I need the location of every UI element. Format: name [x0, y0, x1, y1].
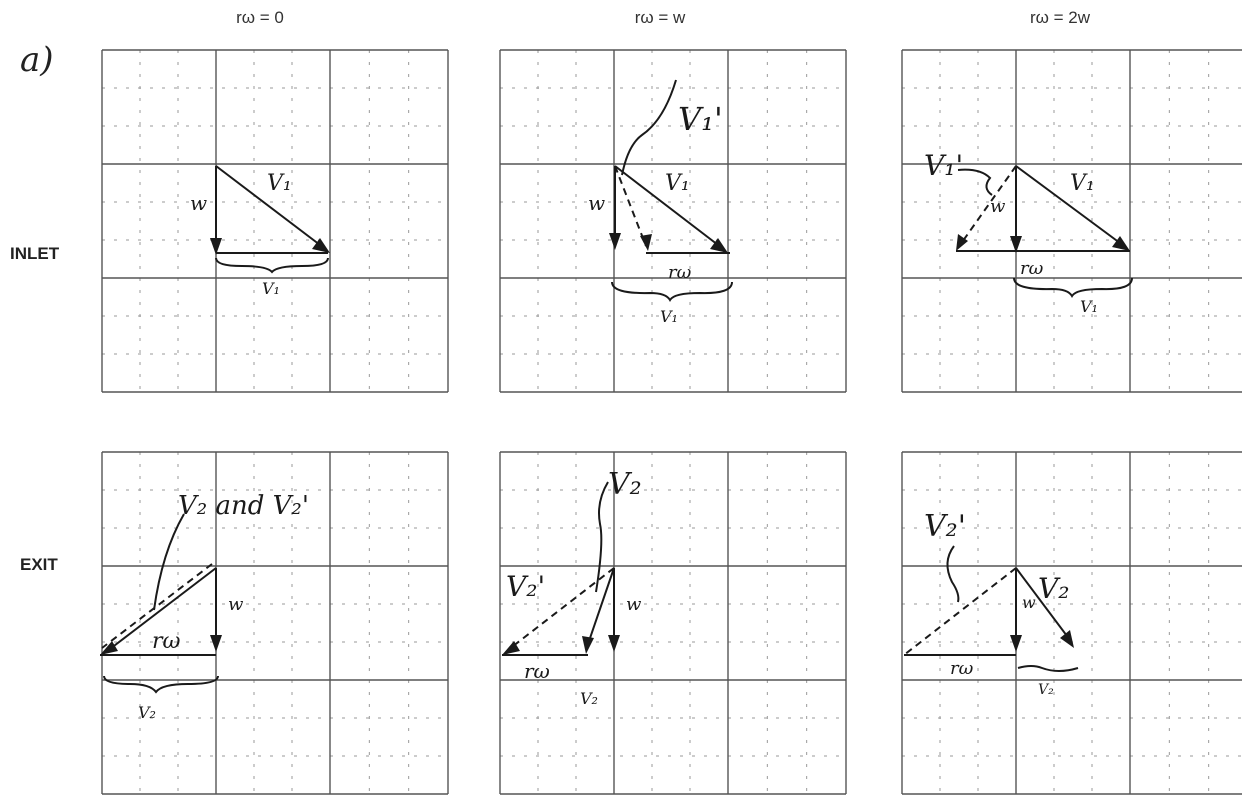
- brace-icon: [1017, 665, 1079, 672]
- arrowhead-icon: [1010, 236, 1022, 253]
- label-v2: V₂: [608, 467, 642, 502]
- v2-vector: [105, 567, 217, 653]
- label-w: w: [1022, 593, 1036, 612]
- label-v2-and-v2-prime: V₂ and V₂': [178, 491, 309, 521]
- label-brace: V₁: [262, 279, 280, 298]
- label-v1-prime: V₁': [924, 149, 963, 182]
- panel-inlet-rw-w: V₁' w V₁ rω V₁: [499, 49, 847, 393]
- grid: [499, 49, 847, 393]
- row-label-inlet: INLET: [10, 244, 60, 263]
- label-w: w: [190, 191, 207, 215]
- arrowhead-icon: [1112, 236, 1130, 251]
- grid: [901, 49, 1242, 393]
- v2-vector: [1015, 567, 1071, 641]
- v1-vector: [1015, 165, 1125, 247]
- pointer-curve-icon: [621, 79, 677, 176]
- label-w: w: [588, 191, 605, 215]
- v2-prime-vector: [507, 567, 615, 651]
- arrowhead-icon: [210, 238, 222, 255]
- label-rw: rω: [950, 658, 974, 679]
- arrowhead-icon: [609, 233, 621, 250]
- pointer-curve-icon: [595, 481, 609, 593]
- arrowhead-icon: [1060, 630, 1074, 648]
- label-v2: V₂: [1038, 572, 1069, 605]
- column-header-rw-w: rω = w: [634, 8, 686, 27]
- label-rw: rω: [1020, 258, 1044, 279]
- label-v1: V₁: [1070, 171, 1095, 196]
- label-v1-prime: V₁': [678, 100, 723, 138]
- panel-exit-rw-w: V₂ V₂' w rω V₂: [499, 451, 847, 795]
- arrowhead-icon: [956, 234, 968, 251]
- label-brace: V₂: [1038, 682, 1054, 698]
- column-header-rw-0: rω = 0: [236, 8, 284, 27]
- label-w: w: [228, 594, 244, 615]
- label-brace: V₂: [138, 703, 156, 722]
- grid: [499, 451, 847, 795]
- label-rw: rω: [668, 262, 692, 283]
- brace-icon: [103, 675, 219, 694]
- pointer-curve-icon: [946, 545, 960, 603]
- label-brace: V₂: [580, 689, 598, 708]
- v1-vector: [215, 165, 325, 249]
- panel-inlet-rw-2w: V₁' w V₁ rω V₁: [901, 49, 1242, 393]
- v1-prime-vector: [959, 165, 1017, 246]
- panel-exit-rw-2w: V₂' w V₂ rω V₂: [901, 451, 1242, 795]
- label-v2-prime: V₂': [924, 509, 966, 544]
- label-rw: rω: [524, 659, 550, 683]
- label-v1: V₁: [267, 171, 292, 196]
- arrowhead-icon: [210, 635, 222, 652]
- part-label: a): [20, 40, 54, 80]
- brace-icon: [215, 257, 329, 274]
- label-brace: V₁: [660, 307, 678, 326]
- grid: [101, 451, 449, 795]
- arrowhead-icon: [608, 635, 620, 652]
- arrowhead-icon: [100, 641, 118, 655]
- label-brace: V₁: [1080, 297, 1098, 316]
- row-label-exit: EXIT: [20, 555, 58, 574]
- label-v2-prime: V₂': [506, 570, 545, 603]
- pointer-curve-icon: [957, 168, 993, 196]
- arrowhead-icon: [1010, 635, 1022, 652]
- label-v1: V₁: [665, 171, 690, 196]
- arrowhead-icon: [710, 238, 728, 253]
- v1-prime-vector: [614, 165, 647, 247]
- label-w: w: [626, 594, 642, 615]
- v1-vector: [614, 165, 723, 249]
- column-header-rw-2w: rω = 2w: [1029, 8, 1091, 27]
- v2-vector: [587, 567, 615, 645]
- brace-icon: [1013, 277, 1133, 299]
- arrowhead-icon: [582, 636, 594, 654]
- grid: [901, 451, 1242, 795]
- grid: [101, 49, 449, 393]
- arrowhead-icon: [502, 641, 520, 655]
- brace-icon: [611, 281, 733, 303]
- label-w: w: [990, 196, 1006, 217]
- panel-exit-rw-0: V₂ and V₂' w rω V₂: [100, 451, 449, 795]
- label-rw: rω: [152, 629, 181, 654]
- panel-inlet-rw-0: w V₁ V₁: [101, 49, 449, 393]
- pointer-curve-icon: [153, 513, 185, 611]
- arrowhead-icon: [640, 234, 652, 251]
- arrowhead-icon: [312, 238, 330, 253]
